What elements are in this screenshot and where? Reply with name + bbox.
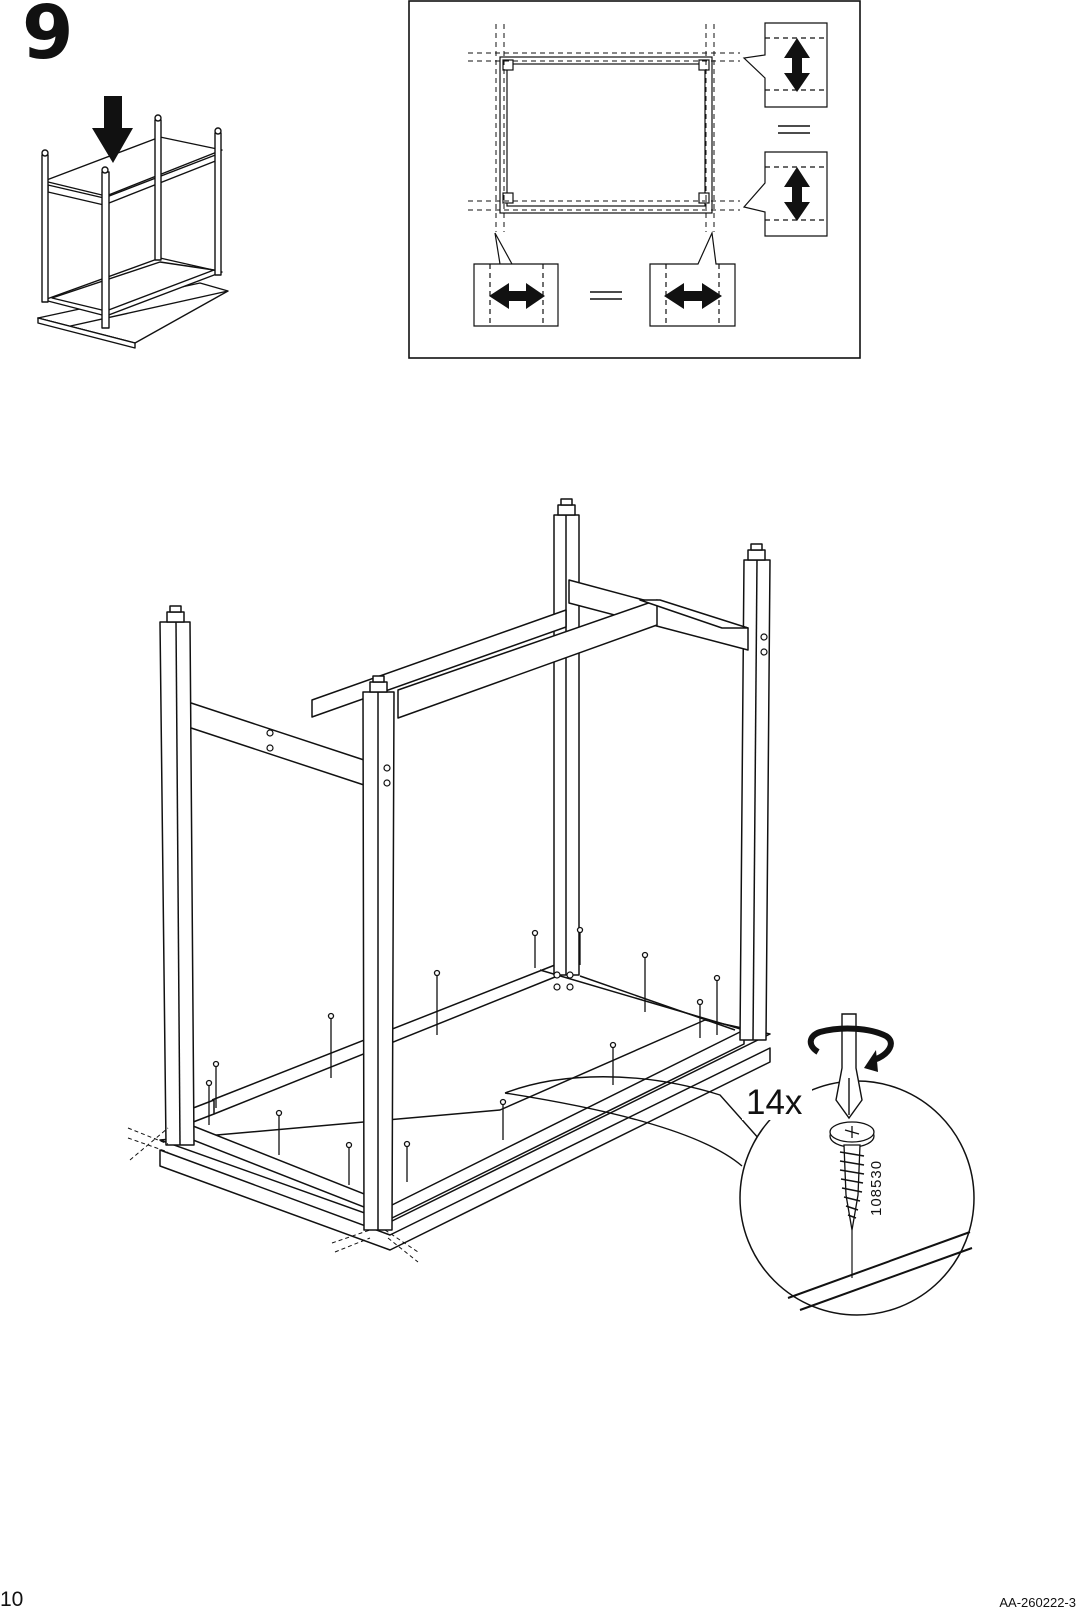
page-number: 10 xyxy=(0,1588,23,1612)
document-code: AA-260222-3 xyxy=(999,1595,1076,1610)
part-number: 108530 xyxy=(868,1160,885,1216)
quantity-label: 14x xyxy=(746,1085,802,1120)
